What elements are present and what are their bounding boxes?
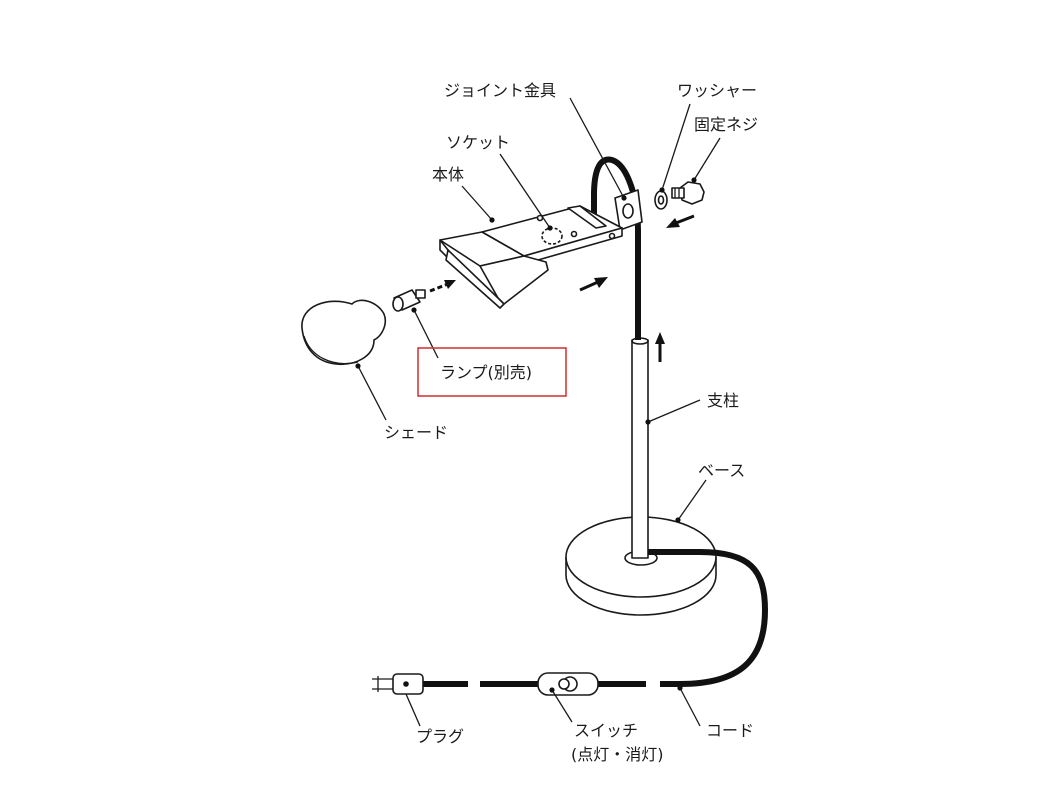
label-body: 本体 [432,165,464,184]
washer-part [654,190,668,210]
label-lamp: ランプ(別売) [440,363,532,382]
pole-part [631,337,649,559]
label-socket: ソケット [446,133,510,152]
label-shade: シェード [384,423,448,442]
label-switch: スイッチ [574,721,638,740]
joint-bracket-part [614,189,643,231]
label-base: ベース [698,461,745,480]
arm-cord [591,156,641,340]
label-cord: コード [706,721,754,740]
lamp-highlight-box [417,347,567,397]
switch-part [537,672,599,696]
leader-lines [355,97,721,727]
label-washer: ワッシャー [677,81,757,100]
assembly-arrows [429,214,695,362]
label-pole: 支柱 [707,391,739,410]
plug-part [372,673,424,695]
fixing-screw-part [671,181,705,205]
label-plug: プラグ [416,727,464,746]
main-body-part [439,205,623,309]
lamp-bulb-part [392,289,426,312]
label-switch-note: (点灯・消灯) [571,745,664,764]
label-screw: 固定ネジ [694,115,758,134]
shade-part [301,299,387,365]
power-cord [422,549,769,687]
label-joint: ジョイント金具 [444,81,556,100]
